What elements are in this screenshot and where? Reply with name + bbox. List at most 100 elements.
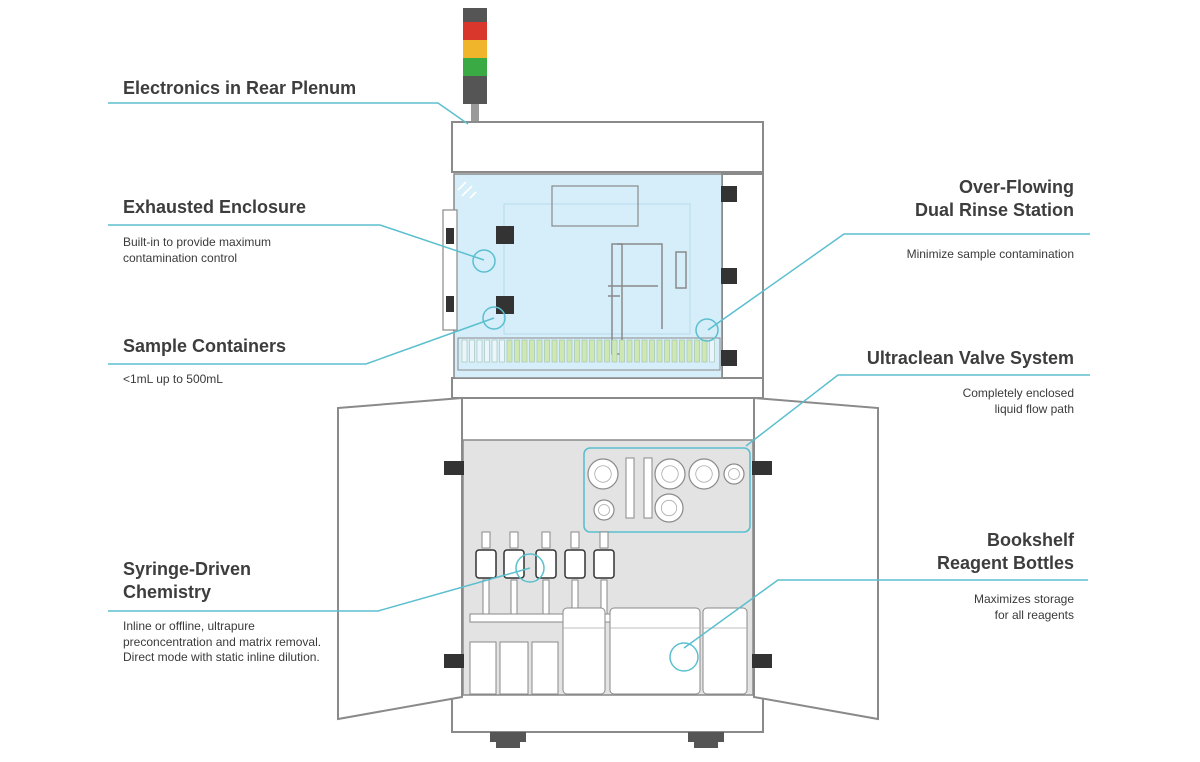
valve-connector [625,457,635,519]
sample-vial [521,339,528,363]
sample-vial [536,339,543,363]
callout-desc-rinse-station: Minimize sample contamination [906,247,1074,261]
callout-title-reagent-bottles: Bookshelf Reagent Bottles [937,529,1074,575]
title-line: Electronics in Rear Plenum [123,78,357,98]
callout-title-rinse-station: Over-Flowing Dual Rinse Station [915,176,1074,222]
valve-icon [587,458,619,490]
latch-block [496,226,514,244]
sample-vial [686,339,693,363]
beacon-yellow-light [463,40,487,58]
latch-block [721,268,737,284]
sample-vial [589,339,595,363]
valve-plate [583,447,751,533]
autosampler-arm [608,243,687,355]
callout-desc-valve-system: Completely enclosed liquid flow path [962,386,1074,416]
reagent-bottle [499,641,529,695]
hinge-block [446,296,454,312]
bookshelf-bottle [562,607,606,695]
sample-vial [701,339,708,363]
valve-icon [593,499,615,521]
syringe-body [564,549,586,579]
title-line: Reagent Bottles [936,553,1074,573]
sample-vial [619,339,625,363]
sample-vial [484,339,490,363]
syringe-barrel [510,579,518,615]
title-line: Chemistry [123,582,212,602]
callout-title-exhausted-enclosure: Exhausted Enclosure [123,196,306,219]
valve-icon [688,458,720,490]
sample-vial [476,339,483,363]
glare-marks [457,181,477,199]
callout-desc-exhausted-enclosure: Built-in to provide maximum contaminatio… [123,235,272,265]
callout-title-syringe-chemistry: Syringe-Driven Chemistry [123,558,251,604]
sample-vial [506,339,513,363]
door-latch [752,654,772,668]
marker-exhausted-enclosure [472,249,496,273]
sample-vial [551,339,558,363]
reagent-bottles [469,607,748,695]
sample-vial [596,339,603,363]
beacon-green-light [463,58,487,76]
sample-vial [626,339,633,363]
leader-rear-plenum [108,102,469,125]
syringe-head [541,531,551,549]
syringe-barrel [482,579,490,615]
sample-rack [457,337,721,371]
sample-vial [581,339,588,363]
title-line: Bookshelf [986,530,1074,550]
valves [587,457,745,523]
title-line: Over-Flowing [958,177,1074,197]
sample-vial [679,339,685,363]
display-window [551,185,639,227]
sample-vial [559,339,565,363]
door-latch [752,461,772,475]
marker-reagent-bottles [669,642,699,672]
valve-inner [695,465,713,483]
marker-syringe-chemistry [515,553,545,583]
leader-sample-containers [108,317,495,365]
title-line: Exhausted Enclosure [123,197,307,217]
sample-vial [649,339,655,363]
left-door [337,396,463,721]
callout-title-valve-system: Ultraclean Valve System [867,347,1074,370]
door-latch [444,654,464,668]
door-latch [444,461,464,475]
valve-inner [594,465,612,483]
callout-desc-syringe-chemistry: Inline or offline, ultrapure preconcentr… [123,619,322,664]
rack-frame [457,337,721,371]
leader-reagent-bottles [683,579,1088,649]
sample-vial [709,339,715,363]
valve-icon [654,493,684,523]
marker-rinse-station [695,318,719,342]
valve-inner [728,468,740,480]
valve-inner [660,499,678,517]
leader-lines [108,102,1090,672]
bookshelf-bottle [702,607,748,695]
callout-title-sample-containers: Sample Containers [123,335,286,358]
hinge-block [446,228,454,244]
callout-title-rear-plenum: Electronics in Rear Plenum [123,77,356,100]
callout-desc-reagent-bottles: Maximizes storage for all reagents [973,592,1074,622]
sample-vial [664,339,670,363]
callout-desc-sample-containers: <1mL up to 500mL [123,372,223,386]
marker-sample-containers [482,306,506,330]
title-line: Ultraclean Valve System [866,348,1074,368]
beacon-pole [471,104,479,122]
valve-icon [723,463,745,485]
enclosure-inner-panel [503,203,691,335]
plenum-box [451,121,764,173]
leader-valve-system [745,374,1090,447]
reagent-bottle [531,641,559,695]
casters [490,732,724,748]
leader-exhausted-enclosure [108,224,485,261]
syringe-body [593,549,615,579]
sample-vial [656,339,663,363]
sample-vial [491,339,498,363]
glass-enclosure [453,173,723,379]
sample-vial [671,339,678,363]
syringe-head [599,531,609,549]
valve-inner [661,465,679,483]
title-line: Syringe-Driven [123,559,252,579]
sample-vial [641,339,648,363]
